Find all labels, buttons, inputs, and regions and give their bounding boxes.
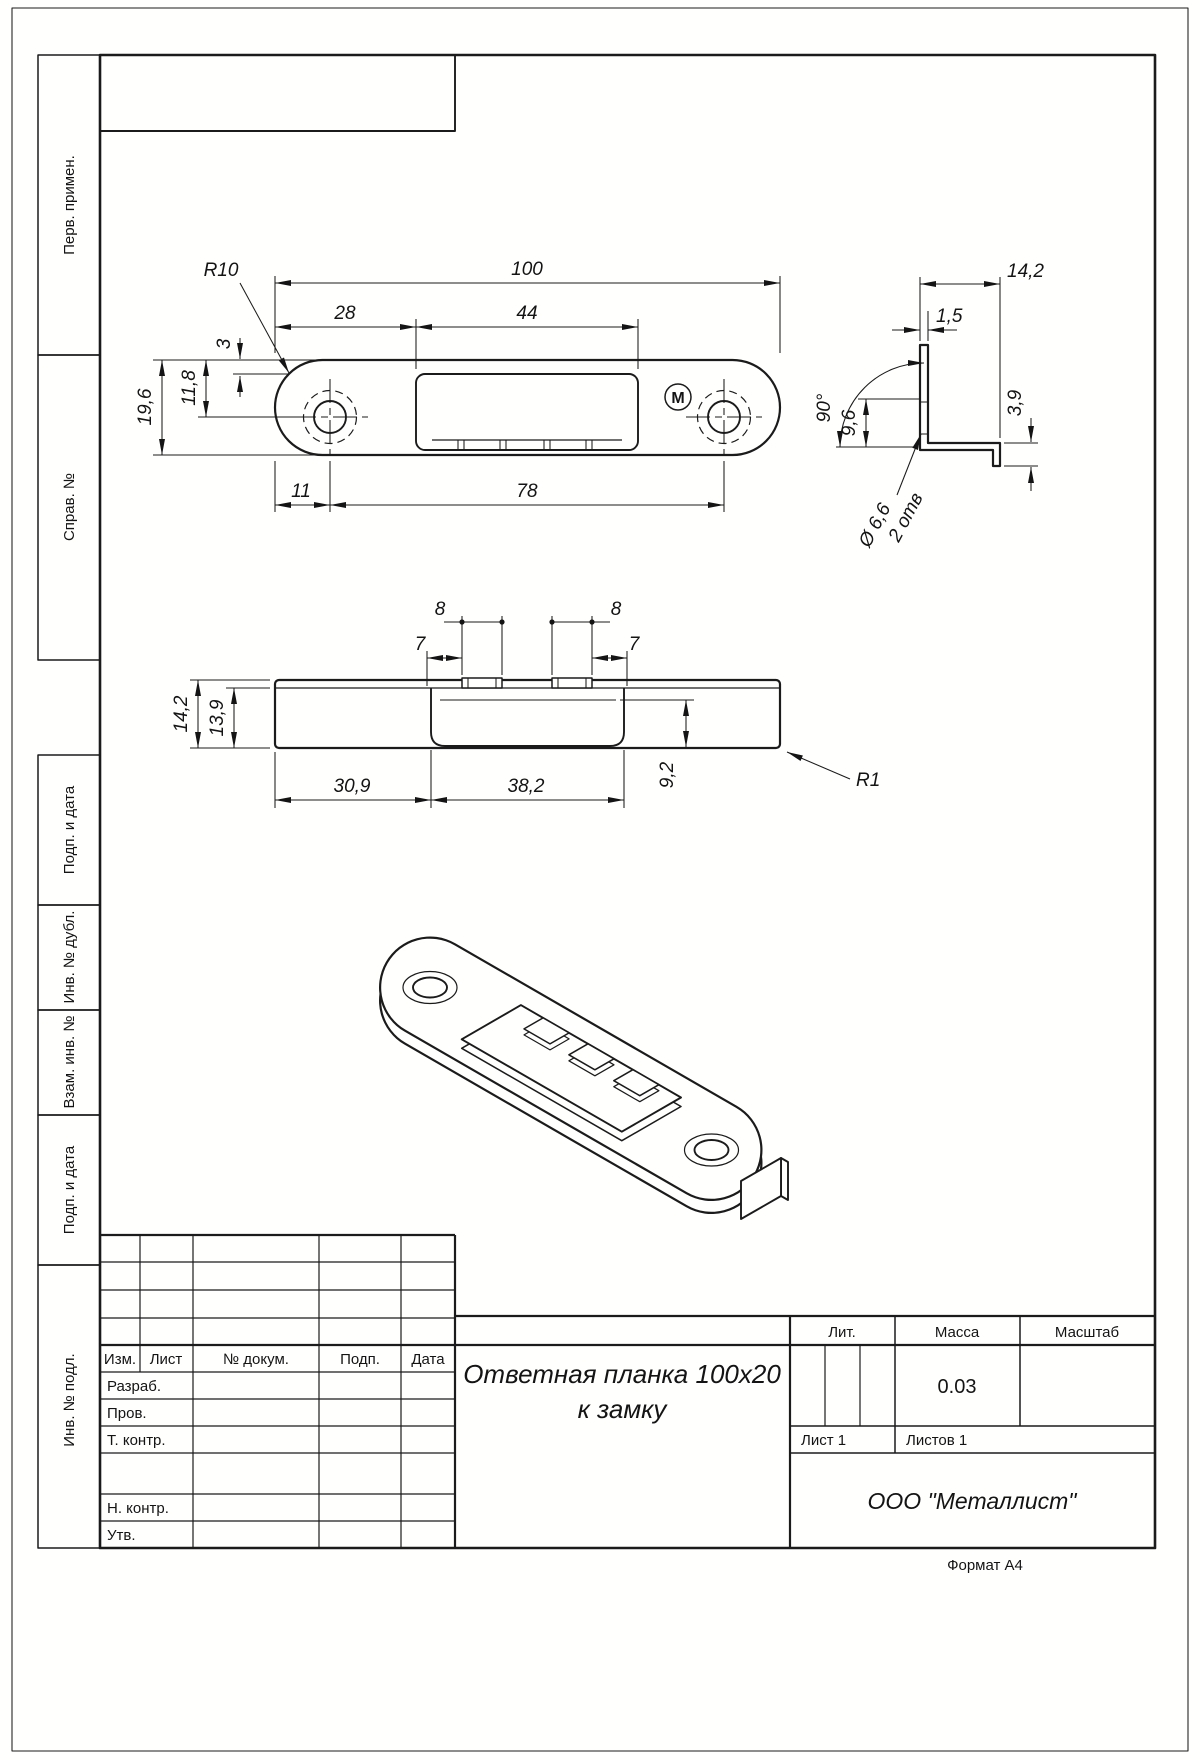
dim-gap-a: 7 — [415, 634, 427, 655]
dim-height-outer: 14,2 — [171, 695, 192, 732]
dim-hole-spacing: 78 — [516, 481, 538, 502]
row-label-tcontrol: Т. контр. — [107, 1432, 166, 1449]
pocket-profile — [430, 688, 625, 747]
sheets-total: Листов 1 — [906, 1432, 967, 1449]
col-header-sheet: Лист — [150, 1351, 183, 1368]
col-header-doc: № докум. — [223, 1351, 289, 1368]
dim-gap-b: 7 — [629, 634, 641, 655]
dim-radius-r10: R10 — [204, 260, 239, 281]
margin-label-vzam-inv: Взам. инв. № — [61, 1016, 78, 1109]
dim-tab-a: 8 — [435, 599, 446, 620]
bottom-view: 8 8 7 7 14,2 13,9 30,9 38,2 9,2 R1 — [171, 599, 880, 808]
mass-header: Масса — [935, 1324, 980, 1341]
part-title-line2: к замку — [578, 1394, 669, 1424]
outer-border — [11, 7, 1189, 1752]
dim-hole-vertical: 11,8 — [179, 370, 200, 406]
dim-bend-height: 9,6 — [839, 409, 860, 436]
side-view: 14,2 1,5 90° 9,6 3,9 Ø 6,6 2 отв — [814, 261, 1044, 552]
top-left-cell — [99, 54, 456, 132]
iso-tab-2 — [568, 1043, 615, 1071]
sheet-number: Лист 1 — [801, 1432, 846, 1449]
screw-hole-right — [686, 379, 762, 458]
dim-flange-width: 14,2 — [1007, 261, 1044, 282]
dim-pocket-depth: 9,2 — [657, 761, 678, 788]
tab-left — [461, 677, 503, 689]
row-label-checked: Пров. — [107, 1405, 147, 1422]
stamp-mark: M — [664, 383, 692, 411]
dim-thickness: 1,5 — [936, 306, 963, 327]
col-header-date: Дата — [411, 1351, 445, 1368]
company-name: ООО "Металлист" — [868, 1488, 1079, 1514]
margin-label-podp-data-1: Подп. и дата — [61, 785, 78, 874]
margin-label-inv-dubl: Инв. № дубл. — [61, 911, 78, 1004]
dim-radius-r1: R1 — [856, 770, 880, 791]
dim-hole-left: 11 — [291, 481, 311, 502]
dim-height: 19,6 — [135, 388, 156, 425]
side-view-dimensions: 14,2 1,5 90° 9,6 3,9 Ø 6,6 2 отв — [814, 261, 1044, 552]
dim-lip-height: 3,9 — [1005, 389, 1026, 416]
iso-hole-right — [693, 1139, 730, 1161]
title-block: Изм. Лист № докум. Подп. Дата Разраб. Пр… — [100, 1233, 1155, 1574]
iso-pocket — [460, 1004, 682, 1133]
tab-band-ticks — [457, 440, 593, 450]
stamp-mark-letter: M — [671, 390, 684, 407]
plate-outline — [273, 358, 782, 457]
iso-end-flange — [740, 1157, 782, 1220]
iso-hole-left — [412, 976, 448, 999]
margin-label-sprav: Справ. № — [61, 473, 78, 541]
dim-bend-angle: 90° — [814, 393, 835, 422]
plate-profile — [273, 678, 782, 750]
row-label-ncontrol: Н. контр. — [107, 1500, 169, 1517]
dim-pocket-length: 44 — [516, 303, 537, 324]
dim-pocket-left: 30,9 — [334, 776, 371, 797]
profile-outline — [918, 343, 1002, 468]
margin-label-podp-data-2: Подп. и дата — [61, 1145, 78, 1234]
tab-right — [551, 677, 593, 689]
dim-edge-offset: 3 — [214, 338, 235, 349]
latch-pocket — [415, 373, 639, 451]
col-header-izm: Изм. — [104, 1351, 136, 1368]
dim-height-inner: 13,9 — [207, 699, 228, 736]
dim-pocket-length: 38,2 — [508, 776, 545, 797]
scale-header: Масштаб — [1055, 1324, 1119, 1341]
left-margin-labels: Перв. примен. Справ. № Подп. и дата Инв.… — [37, 54, 101, 1549]
iso-tab-3 — [613, 1068, 660, 1097]
dim-tab-b: 8 — [611, 599, 622, 620]
margin-label-perv-primen: Перв. примен. — [61, 155, 78, 255]
row-label-developed: Разраб. — [107, 1378, 161, 1395]
bottom-view-dimensions: 8 8 7 7 14,2 13,9 30,9 38,2 9,2 R1 — [171, 599, 880, 808]
mass-value: 0.03 — [938, 1376, 977, 1398]
part-title-line1: Ответная планка 100x20 — [463, 1359, 781, 1389]
front-view-dimensions: 100 28 44 R10 3 19,6 11,8 11 78 — [135, 259, 781, 512]
front-view: M 100 28 44 R10 3 19,6 11,8 11 — [135, 259, 782, 512]
row-label-approved: Утв. — [107, 1527, 136, 1544]
drawing-frame — [98, 53, 1157, 1550]
iso-tab-1 — [523, 1017, 570, 1045]
margin-label-inv-podl: Инв. № подл. — [61, 1353, 78, 1446]
isometric-view — [379, 936, 789, 1220]
screw-hole-left — [292, 379, 368, 458]
dim-pocket-offset: 28 — [333, 303, 356, 324]
dim-length: 100 — [511, 259, 543, 280]
lit-header: Лит. — [828, 1324, 856, 1341]
col-header-sign: Подп. — [340, 1351, 380, 1368]
format-label: Формат А4 — [947, 1557, 1023, 1574]
